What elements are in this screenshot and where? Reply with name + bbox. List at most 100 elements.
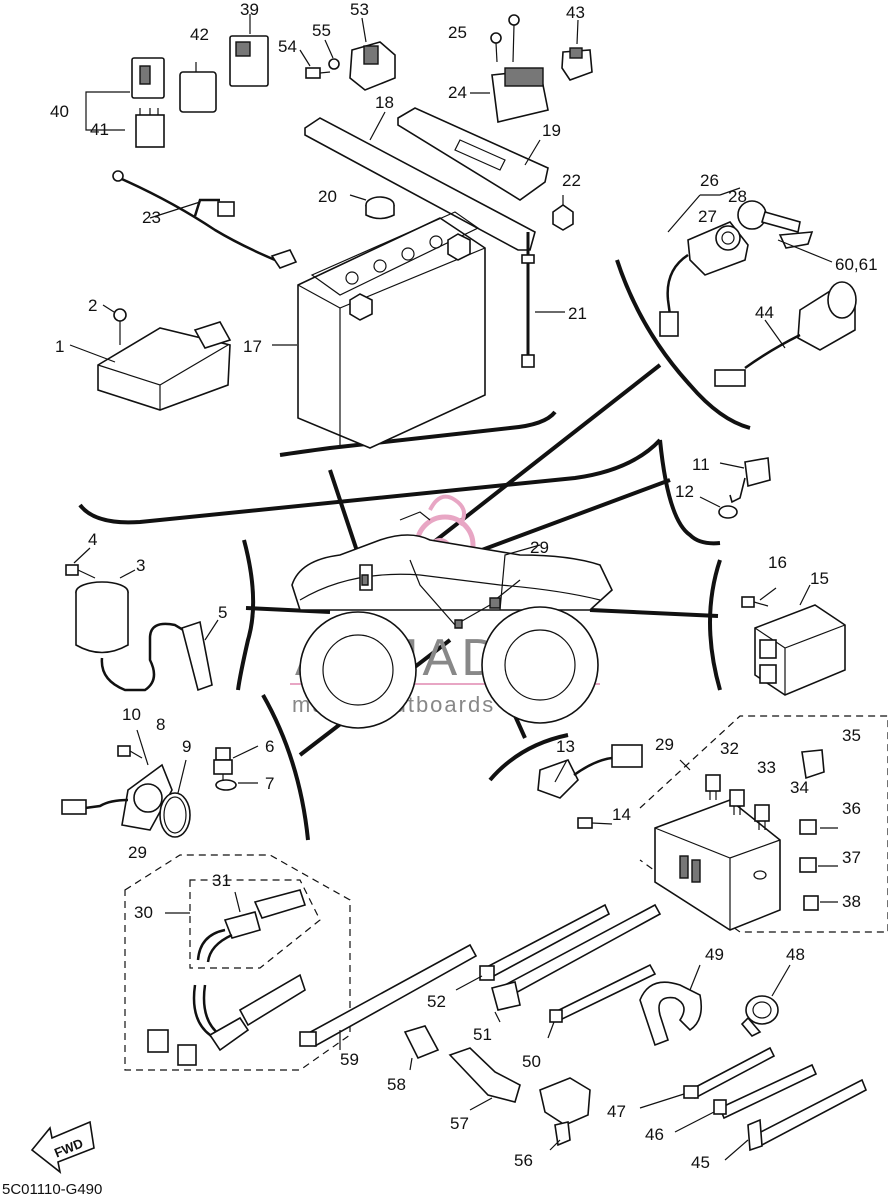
parts-35-38-relays xyxy=(799,749,838,911)
callout-29-fusebox: 29 xyxy=(655,735,674,754)
callout-33: 33 xyxy=(757,758,776,777)
part-12-gasket xyxy=(699,496,738,519)
part-42-relay xyxy=(179,62,217,113)
callout-22: 22 xyxy=(562,171,581,190)
part-2-screw xyxy=(102,304,127,345)
part-56-clamp xyxy=(539,1077,591,1151)
part-46-cable-tie xyxy=(674,1063,818,1133)
callout-50: 50 xyxy=(522,1052,541,1071)
callout-49: 49 xyxy=(705,945,724,964)
callout-23: 23 xyxy=(142,208,161,227)
fuse-box-group xyxy=(639,715,888,933)
part-17-battery xyxy=(272,211,486,449)
callout-27: 27 xyxy=(698,207,717,226)
callout-24: 24 xyxy=(448,83,467,102)
part-55-washer xyxy=(324,39,340,70)
fwd-arrow-icon: FWD xyxy=(30,1120,95,1174)
part-4-bolt xyxy=(65,547,96,579)
callout-26: 26 xyxy=(700,171,719,190)
callout-51: 51 xyxy=(473,1025,492,1044)
callout-6: 6 xyxy=(265,737,274,756)
part-43-connector xyxy=(561,19,593,81)
callout-60-61: 60,61 xyxy=(835,255,878,274)
callout-38: 38 xyxy=(842,892,861,911)
part-10-bolt xyxy=(117,745,143,759)
callout-48: 48 xyxy=(786,945,805,964)
callout-37: 37 xyxy=(842,848,861,867)
callout-57: 57 xyxy=(450,1114,469,1133)
part-24-25-fuse-box xyxy=(470,14,549,123)
part-14-bolt xyxy=(577,817,613,829)
callout-19: 19 xyxy=(542,121,561,140)
callout-34: 34 xyxy=(790,778,809,797)
callout-45: 45 xyxy=(691,1153,710,1172)
part-22-nut xyxy=(552,195,574,231)
part-16-bolt xyxy=(741,587,777,608)
callout-12: 12 xyxy=(675,482,694,501)
callout-46: 46 xyxy=(645,1125,664,1144)
callout-25: 25 xyxy=(448,23,467,42)
callout-53: 53 xyxy=(350,0,369,19)
callout-20: 20 xyxy=(318,187,337,206)
part-8-pickup-coil xyxy=(61,729,173,831)
part-1-cdi-unit xyxy=(69,321,232,411)
callout-13: 13 xyxy=(556,737,575,756)
callout-55: 55 xyxy=(312,21,331,40)
part-21-bolt xyxy=(521,232,565,368)
part-15-rectifier xyxy=(754,584,846,696)
callout-15: 15 xyxy=(810,569,829,588)
callout-7: 7 xyxy=(265,774,274,793)
callout-32: 32 xyxy=(720,739,739,758)
atv-vehicle xyxy=(291,511,613,729)
part-13-speed-sensor xyxy=(537,744,643,799)
part-58-clamp xyxy=(403,1025,440,1071)
callout-28: 28 xyxy=(728,187,747,206)
callout-43: 43 xyxy=(566,3,585,22)
part-11-sensor xyxy=(719,457,771,504)
part-44-dc-socket xyxy=(714,281,857,387)
callout-16: 16 xyxy=(768,553,787,572)
part-47-cable-tie xyxy=(639,1046,776,1109)
callout-18: 18 xyxy=(375,93,394,112)
callout-10: 10 xyxy=(122,705,141,724)
part-49-clamp xyxy=(639,964,703,1047)
callout-29-vehicle: 29 xyxy=(530,538,549,557)
callout-17: 17 xyxy=(243,337,262,356)
callout-41: 41 xyxy=(90,120,109,139)
callout-4: 4 xyxy=(88,530,97,549)
part-59-cable-tie xyxy=(299,943,478,1050)
callout-59: 59 xyxy=(340,1050,359,1069)
callout-44: 44 xyxy=(755,303,774,322)
callout-42: 42 xyxy=(190,25,209,44)
part-48-clamp xyxy=(740,964,791,1037)
part-50-cable-tie xyxy=(547,963,657,1039)
callout-36: 36 xyxy=(842,799,861,818)
part-18-19-bracket xyxy=(304,107,549,251)
part-52-cable-tie xyxy=(455,903,611,991)
part-40-41-relay xyxy=(85,57,165,148)
callout-52: 52 xyxy=(427,992,446,1011)
callout-31: 31 xyxy=(212,871,231,890)
callout-2: 2 xyxy=(88,296,97,315)
callout-58: 58 xyxy=(387,1075,406,1094)
callout-40: 40 xyxy=(50,102,69,121)
part-3-ignition-coil xyxy=(75,569,213,692)
callout-8: 8 xyxy=(156,715,165,734)
part-5-leader xyxy=(204,619,219,641)
part-39-relay xyxy=(229,14,269,87)
part-23-lead-wire xyxy=(112,170,298,269)
part-45-cable-tie xyxy=(724,1078,868,1161)
fuses-32-33-34 xyxy=(705,774,770,830)
part-51-cable-tie-clip xyxy=(491,903,662,1023)
part-28-key xyxy=(737,200,833,263)
part-20-grommet xyxy=(349,194,395,220)
part-7-gasket xyxy=(215,779,258,791)
part-54-bolt xyxy=(299,49,331,79)
part-9-o-ring xyxy=(159,759,191,838)
callout-29-harness: 29 xyxy=(128,843,147,862)
callout-9: 9 xyxy=(182,737,191,756)
part-6-neutral-switch xyxy=(213,745,259,784)
callout-39: 39 xyxy=(240,0,259,19)
callout-11: 11 xyxy=(692,455,710,474)
